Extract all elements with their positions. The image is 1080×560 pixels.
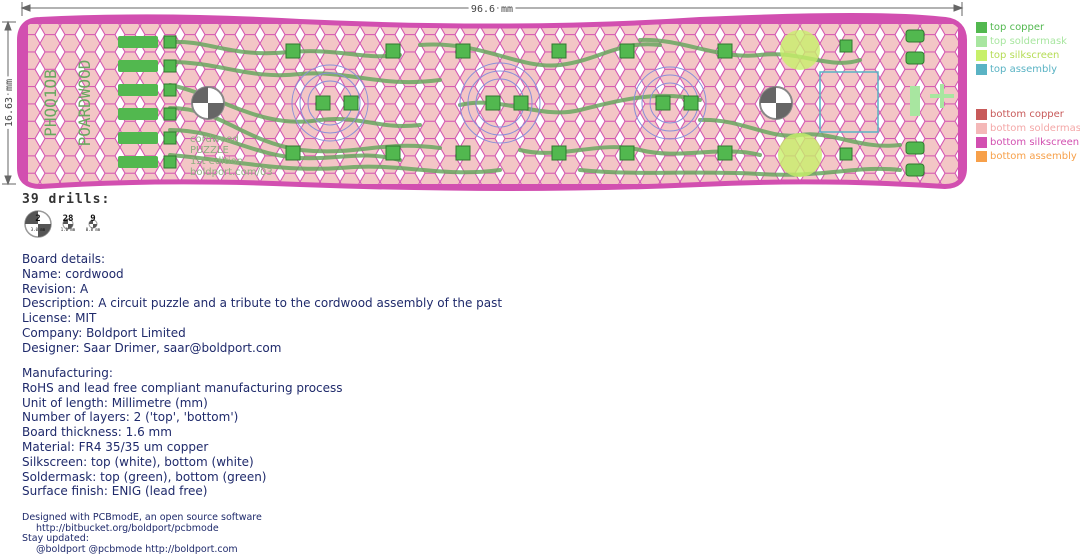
legend-swatch xyxy=(976,64,987,75)
footer-link[interactable]: http://bitbucket.org/boldport/pcbmode xyxy=(36,522,219,534)
legend-label: top assembly xyxy=(990,64,1058,75)
legend-label: bottom soldermask xyxy=(990,123,1080,134)
width-dimension xyxy=(20,2,964,16)
drill-size: 1.0 mm xyxy=(61,227,76,232)
footer-links[interactable]: @boldport @pcbmode http://boldport.com xyxy=(36,543,238,555)
legend-swatch xyxy=(976,36,987,47)
mounting-holes xyxy=(191,86,793,120)
drills-title: 39 drills: xyxy=(22,192,111,207)
legend-item: top soldermask xyxy=(976,36,1067,47)
legend-label: bottom silkscreen xyxy=(990,137,1080,148)
height-dimension xyxy=(2,20,16,186)
drill-size: 3.0 mm xyxy=(31,227,46,232)
drill-count: 28 xyxy=(63,214,74,224)
drill-symbols xyxy=(24,210,98,238)
legend-swatch xyxy=(976,137,987,148)
assembly-outline xyxy=(819,71,879,133)
manufacturing-line: RoHS and lead free compliant manufacturi… xyxy=(22,380,343,395)
silkscreen-line: cordwood xyxy=(190,134,239,145)
pads xyxy=(163,29,925,177)
legend-label: top copper xyxy=(990,22,1045,33)
legend-item: bottom assembly xyxy=(976,151,1077,162)
board-detail-line: Company: Boldport Limited xyxy=(22,325,186,340)
manufacturing-heading: Manufacturing: xyxy=(22,366,113,380)
board-detail-line: Description: A circuit puzzle and a trib… xyxy=(22,296,503,311)
board-detail-line: License: MIT xyxy=(22,311,97,326)
board-detail-line: Revision: A xyxy=(22,281,89,296)
drill-count: 9 xyxy=(90,214,95,224)
manufacturing-line: Unit of length: Millimetre (mm) xyxy=(22,395,208,410)
legend-label: bottom assembly xyxy=(990,151,1077,162)
silkscreen-left-vertical-2: POARDWOOD xyxy=(75,60,94,147)
silkscreen-line: boldport.com/03 xyxy=(190,167,273,178)
board-details: Board details: Name: cordwood Revision: … xyxy=(22,252,502,356)
legend-item: top silkscreen xyxy=(976,50,1059,61)
legend-item: bottom copper xyxy=(976,109,1064,120)
legend-item: bottom soldermask xyxy=(976,123,1080,134)
legend-label: top silkscreen xyxy=(990,50,1060,61)
manufacturing-line: Number of layers: 2 ('top', 'bottom') xyxy=(22,410,239,425)
legend-label: top soldermask xyxy=(990,36,1067,47)
board-detail-line: Designer: Saar Drimer, saar@boldport.com xyxy=(22,340,282,355)
drill-count: 2 xyxy=(35,214,40,224)
legend-swatch xyxy=(976,123,987,134)
height-dimension-label: 16.63 mm xyxy=(4,79,15,127)
legend-swatch xyxy=(976,109,987,120)
board-details-heading: Board details: xyxy=(22,252,106,266)
legend-swatch xyxy=(976,151,987,162)
manufacturing-line: Material: FR4 35/35 um copper xyxy=(22,439,209,454)
legend-swatch xyxy=(976,22,987,33)
legend-item: top copper xyxy=(976,22,1044,33)
silkscreen-line: PUZZLE xyxy=(190,145,229,156)
manufacturing-line: Soldermask: top (green), bottom (green) xyxy=(22,469,267,484)
drill-size: 0.8 mm xyxy=(86,227,101,232)
legend-swatch xyxy=(976,50,987,61)
board-detail-line: Name: cordwood xyxy=(22,266,124,281)
legend-label: bottom copper xyxy=(990,109,1064,120)
top-silkscreen-marks xyxy=(910,84,954,116)
manufacturing-details: Manufacturing: RoHS and lead free compli… xyxy=(22,366,343,499)
footer-line: Stay updated: xyxy=(22,533,89,544)
footer-line: Designed with PCBmodE, an open source so… xyxy=(22,512,262,523)
legend-item: bottom silkscreen xyxy=(976,137,1079,148)
silkscreen-center-text: cordwood PUZZLE 1st edition boldport.com… xyxy=(190,134,273,178)
top-silkscreen-blobs xyxy=(778,30,822,177)
left-header-pads xyxy=(118,36,158,168)
legend-item: top assembly xyxy=(976,64,1057,75)
silkscreen-line: 1st edition xyxy=(190,156,243,167)
manufacturing-line: Board thickness: 1.6 mm xyxy=(22,425,172,440)
width-dimension-label: 96.6 mm xyxy=(471,4,513,15)
footer: Designed with PCBmodE, an open source so… xyxy=(22,512,262,555)
manufacturing-line: Surface finish: ENIG (lead free) xyxy=(22,484,208,499)
manufacturing-line: Silkscreen: top (white), bottom (white) xyxy=(22,454,254,469)
silkscreen-left-vertical: PHQQ1OB xyxy=(41,69,60,136)
